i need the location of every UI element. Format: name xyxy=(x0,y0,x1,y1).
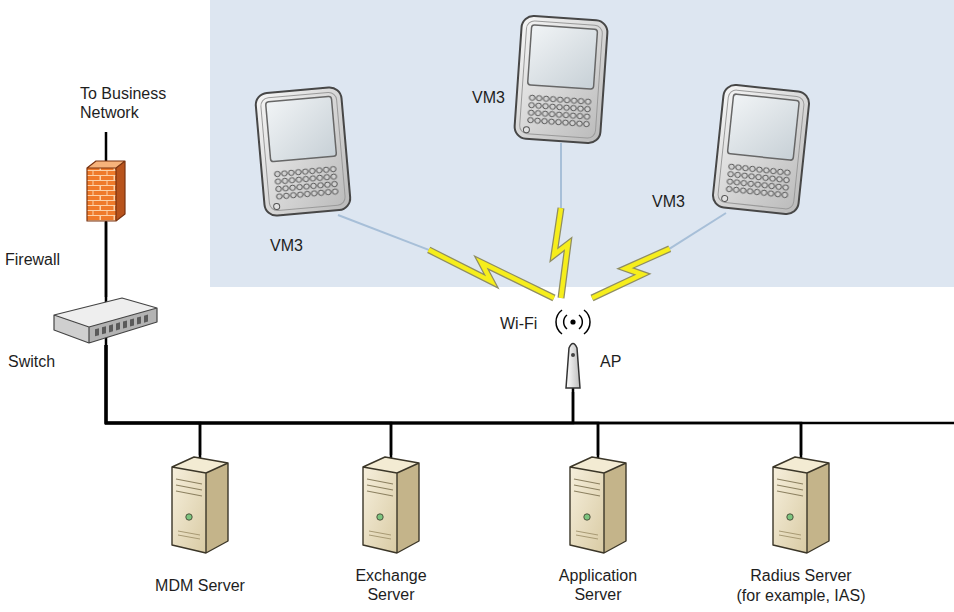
tablet-node: VM3 xyxy=(258,88,348,215)
network-cable xyxy=(106,345,573,423)
node-label: Radius Server xyxy=(750,566,851,585)
firewall-node: Firewall xyxy=(86,160,126,222)
switch-node: Switch xyxy=(54,297,158,345)
cable-line xyxy=(106,345,200,455)
node-label: Switch xyxy=(8,352,55,371)
tablet-icon xyxy=(712,84,810,215)
node-label: VM3 xyxy=(270,236,303,255)
signal-trail xyxy=(338,215,429,250)
lightning-bolt xyxy=(554,208,568,298)
tablet-node: VM3 xyxy=(716,86,806,213)
bolt-outline xyxy=(429,250,554,298)
network-cable xyxy=(106,345,801,455)
server-icon xyxy=(363,457,419,553)
node-label: VM3 xyxy=(652,192,685,211)
cable-line xyxy=(106,345,801,455)
lightning-bolt xyxy=(429,250,554,298)
server-node: Radius Server(for example, IAS) xyxy=(771,455,831,555)
node-label: MDM Server xyxy=(155,576,245,595)
bolt-outline xyxy=(592,249,670,298)
network-cable xyxy=(106,222,107,297)
lightning-bolt xyxy=(592,249,670,298)
cable-line xyxy=(105,222,108,297)
server-icon xyxy=(570,457,626,553)
cable-line xyxy=(106,345,391,455)
node-label: Exchange Server xyxy=(355,566,426,604)
wireless-zone xyxy=(210,0,954,287)
cable-line xyxy=(106,345,573,423)
signal-trail xyxy=(560,143,562,208)
annotation-label: Wi-Fi xyxy=(500,314,537,333)
node-label: Application Server xyxy=(559,566,637,604)
wireless-link xyxy=(592,213,726,298)
signal-trail xyxy=(670,213,726,249)
firewall-icon xyxy=(87,161,125,221)
tablet-node: VM3 xyxy=(516,16,606,143)
server-node: Exchange Server xyxy=(361,455,421,555)
access-point-node: AP xyxy=(546,298,600,392)
tablet-icon xyxy=(255,86,351,216)
node-label: (for example, IAS) xyxy=(737,586,866,605)
network-cable xyxy=(106,345,598,455)
wireless-link xyxy=(338,215,554,298)
network-cable xyxy=(106,345,391,455)
access-point-icon xyxy=(556,310,590,388)
server-node: Application Server xyxy=(568,455,628,555)
server-icon xyxy=(773,457,829,553)
server-icon xyxy=(172,457,228,553)
server-node: MDM Server xyxy=(170,455,230,555)
cable-line xyxy=(106,345,598,455)
annotation-label: To Business Network xyxy=(80,84,180,122)
switch-icon xyxy=(54,298,157,343)
tablet-icon xyxy=(514,15,608,144)
network-cable xyxy=(106,345,200,455)
wired-backbone xyxy=(105,132,954,470)
node-label: Firewall xyxy=(5,250,60,269)
wireless-link xyxy=(554,143,568,298)
node-label: AP xyxy=(600,352,621,371)
bolt-outline xyxy=(554,208,568,298)
node-label: VM3 xyxy=(472,88,505,107)
